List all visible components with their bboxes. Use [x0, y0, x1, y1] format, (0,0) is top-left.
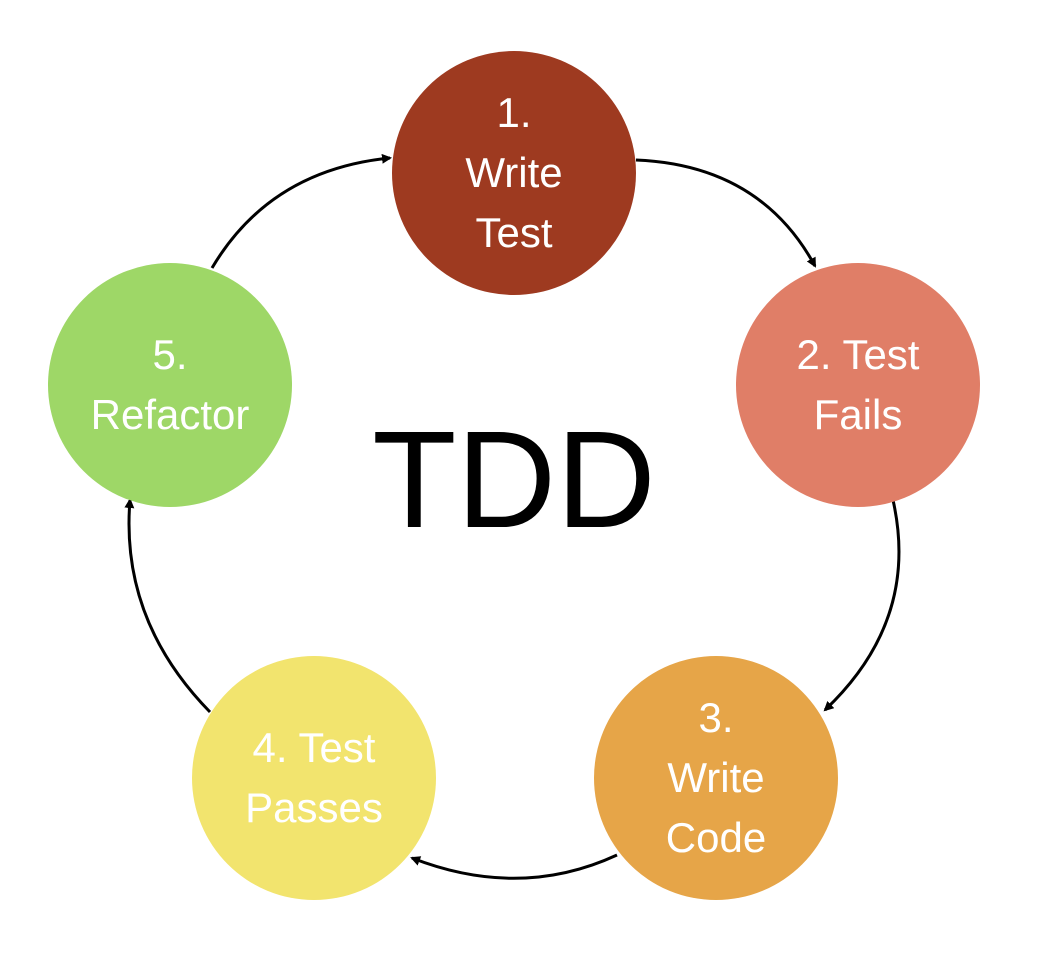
arrow-4-to-5: [124, 498, 212, 714]
step-write-code: 3. Write Code: [594, 656, 838, 900]
step-label: 4. Test Passes: [245, 724, 383, 831]
arrow-1-to-2: [635, 158, 817, 268]
step-test-passes: 4. Test Passes: [192, 656, 436, 900]
step-write-test: 1. Write Test: [392, 51, 636, 295]
step-refactor: 5. Refactor: [48, 263, 292, 507]
step-label: 3. Write Code: [665, 694, 767, 861]
arrow-2-to-3: [823, 499, 901, 712]
arrow-5-to-1: [210, 153, 392, 269]
diagram-title: TDD: [372, 403, 656, 557]
step-label: 1. Write Test: [465, 89, 563, 256]
step-label: 5. Refactor: [90, 331, 250, 438]
step-label: 2. Test Fails: [796, 331, 920, 438]
step-test-fails: 2. Test Fails: [736, 263, 980, 507]
arrow-3-to-4: [410, 853, 618, 880]
